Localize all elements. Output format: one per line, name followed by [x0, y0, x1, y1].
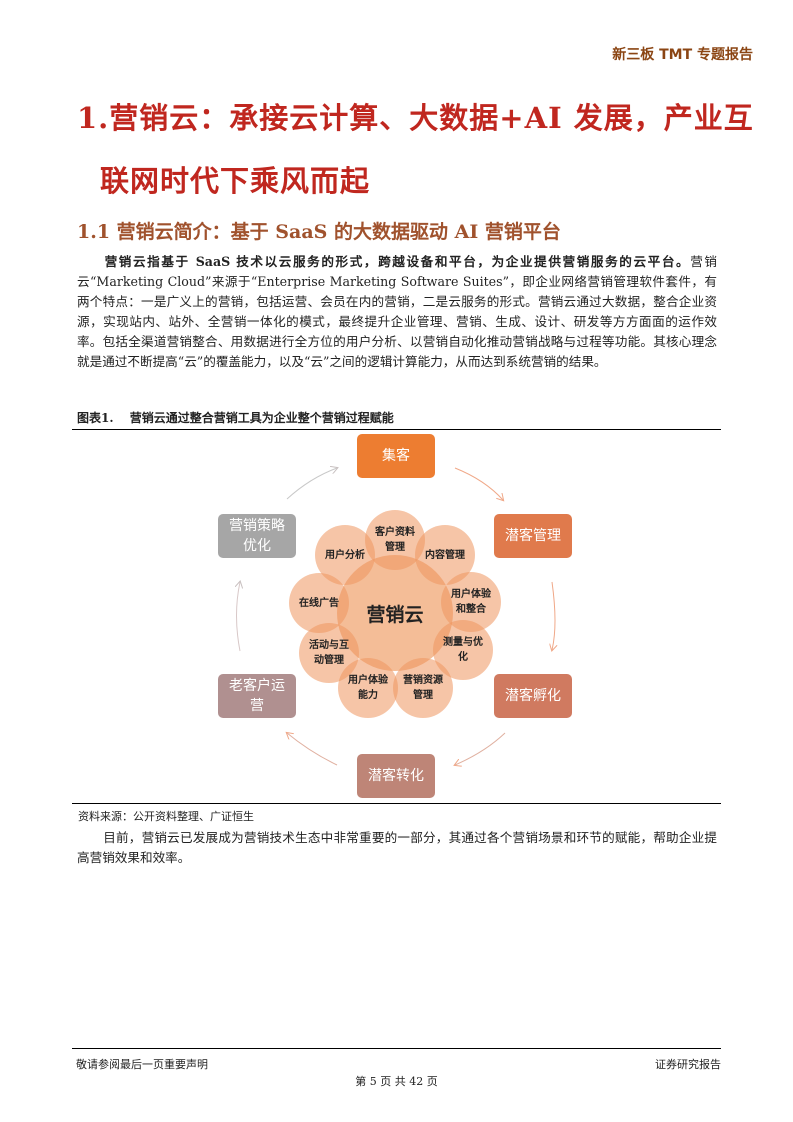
footer-report-type: 证券研究报告	[655, 1058, 721, 1071]
figure-bottom-rule	[72, 803, 721, 804]
arrow-5	[237, 582, 241, 652]
paragraph-1-body: 营销云“Marketing Cloud”来源于“Enterprise Marke…	[77, 254, 718, 369]
cycle-step-customer-retention: 老客户运营	[218, 674, 296, 718]
cycle-step-lead-nurturing: 潜客孵化	[494, 674, 572, 718]
figure-caption: 图表1. 营销云通过整合营销工具为企业整个营销过程赋能	[77, 411, 394, 425]
module-circle: 营销资源管理	[393, 658, 453, 718]
module-circle: 活动与互动管理	[299, 623, 359, 683]
figure-source: 资料来源：公开资料整理、广证恒生	[78, 810, 254, 823]
paragraph-2: 目前，营销云已发展成为营销技术生态中非常重要的一部分，其通过各个营销场景和环节的…	[77, 828, 717, 868]
module-circle: 测量与优化	[433, 620, 493, 680]
cycle-step-jike: 集客	[357, 434, 435, 478]
module-circle: 用户体验能力	[338, 658, 398, 718]
arrow-2	[552, 581, 555, 650]
center-circle: 营销云	[337, 555, 453, 671]
module-circle: 内容管理	[415, 525, 475, 585]
cycle-step-strategy-optimization: 营销策略优化	[218, 514, 296, 558]
module-circle: 用户分析	[315, 525, 375, 585]
heading-1-line2: 联网时代下乘风而起	[100, 164, 371, 198]
arrow-3	[455, 732, 506, 765]
report-tag: 新三板 TMT 专题报告	[612, 47, 753, 63]
footer-rule	[72, 1048, 721, 1049]
module-circle: 在线广告	[289, 573, 349, 633]
paragraph-1-lead: 营销云指基于 SaaS 技术以云服务的形式，跨越设备和平台，为企业提供营销服务的…	[103, 254, 691, 269]
paragraph-2-body: 目前，营销云已发展成为营销技术生态中非常重要的一部分，其通过各个营销场景和环节的…	[77, 830, 717, 865]
page-number: 第 5 页 共 42 页	[355, 1075, 438, 1088]
heading-2: 1.1 营销云简介：基于 SaaS 的大数据驱动 AI 营销平台	[77, 221, 561, 243]
module-circle: 客户资料管理	[365, 510, 425, 570]
cycle-step-lead-conversion: 潜客转化	[357, 754, 435, 798]
arrow-6	[286, 468, 337, 500]
cycle-step-lead-management: 潜客管理	[494, 514, 572, 558]
caption-rule	[72, 429, 721, 430]
footer-disclaimer: 敬请参阅最后一页重要声明	[76, 1058, 208, 1071]
paragraph-1: 营销云指基于 SaaS 技术以云服务的形式，跨越设备和平台，为企业提供营销服务的…	[77, 252, 717, 372]
heading-1-line1: 1.营销云：承接云计算、大数据+AI 发展，产业互	[77, 101, 754, 135]
arrow-4	[287, 733, 338, 766]
module-circle: 用户体验和整合	[441, 572, 501, 632]
arrow-1	[454, 467, 503, 500]
